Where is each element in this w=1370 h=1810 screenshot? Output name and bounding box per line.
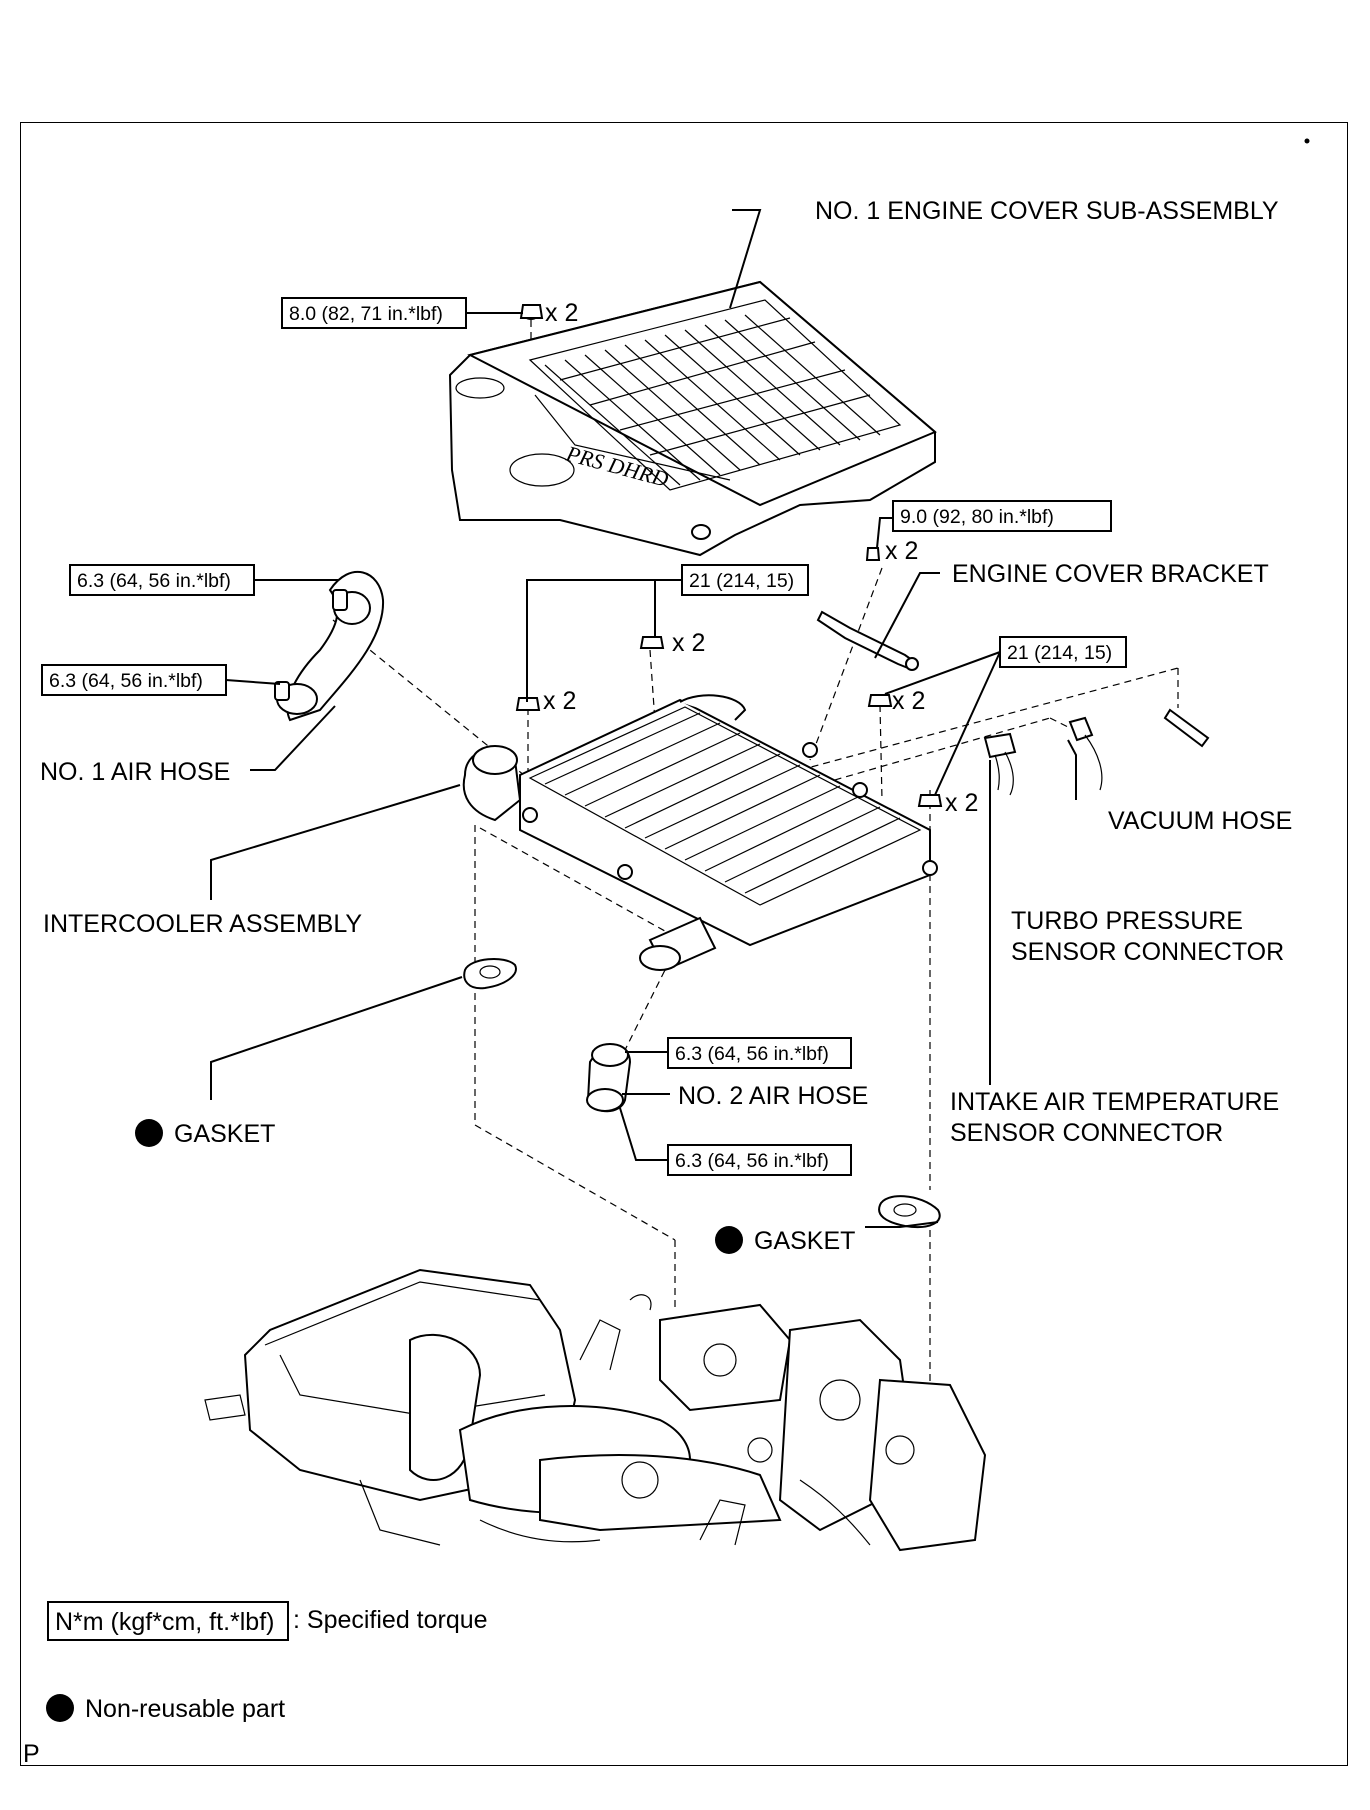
no1-air-hose-illustration (274, 570, 385, 722)
torque-spec-bracket-bolt: 9.0 (92, 80 in.*lbf) (892, 500, 1112, 532)
label-no2-air-hose: NO. 2 AIR HOSE (678, 1082, 868, 1110)
qty-bracket-bolt: x 2 (885, 537, 918, 565)
qty-nut-b: x 2 (543, 687, 576, 715)
intercooler-illustration (462, 694, 938, 972)
footer-code: P (23, 1740, 40, 1768)
nonreusable-mark-gasket-right (715, 1226, 743, 1254)
svg-text:6.3 (64, 56 in.*lbf): 6.3 (64, 56 in.*lbf) (49, 670, 203, 692)
engine-cover-illustration: PRS DHRD (448, 280, 937, 557)
svg-text:21 (214, 15): 21 (214, 15) (689, 570, 794, 592)
legend-torque: N*m (kgf*cm, ft.*lbf) : Specified torque (47, 1601, 488, 1641)
diagram-frame (20, 122, 1348, 1766)
label-gasket-right: GASKET (754, 1227, 855, 1255)
torque-spec-hose2-top: 6.3 (64, 56 in.*lbf) (667, 1037, 852, 1069)
cover-nut-icon (519, 304, 544, 319)
label-turbo-line2: SENSOR CONNECTOR (1011, 938, 1284, 966)
nonreusable-mark-gasket-left (135, 1119, 163, 1147)
torque-spec-hose1-top: 6.3 (64, 56 in.*lbf) (69, 564, 255, 596)
label-turbo-line1: TURBO PRESSURE (1011, 907, 1243, 935)
torque-spec-hose2-bottom: 6.3 (64, 56 in.*lbf) (667, 1144, 852, 1176)
leader-lines (210, 209, 1077, 1228)
label-intake-line1: INTAKE AIR TEMPERATURE (950, 1088, 1279, 1116)
label-intake-line2: SENSOR CONNECTOR (950, 1119, 1223, 1147)
svg-text:9.0 (92, 80 in.*lbf): 9.0 (92, 80 in.*lbf) (900, 506, 1054, 528)
legend-nonreusable: Non-reusable part (46, 1694, 285, 1723)
intercooler-nut-icons (515, 636, 943, 807)
svg-text:21 (214, 15): 21 (214, 15) (1007, 642, 1112, 664)
label-gasket-left: GASKET (174, 1120, 275, 1148)
torque-spec-intercooler-right: 21 (214, 15) (999, 636, 1127, 668)
label-no1-air-hose: NO. 1 AIR HOSE (40, 758, 230, 786)
svg-text:8.0 (82, 71 in.*lbf): 8.0 (82, 71 in.*lbf) (289, 303, 443, 325)
torque-spec-intercooler-left: 21 (214, 15) (681, 564, 809, 596)
svg-text:6.3 (64, 56 in.*lbf): 6.3 (64, 56 in.*lbf) (77, 570, 231, 592)
sensor-connectors-illustration (983, 708, 1210, 796)
label-engine-cover-bracket: ENGINE COVER BRACKET (952, 560, 1269, 588)
no2-air-hose-illustration (586, 1043, 632, 1113)
label-vacuum-hose: VACUUM HOSE (1108, 807, 1292, 835)
engine-bay-illustration (204, 1268, 987, 1552)
qty-nut-c: x 2 (892, 687, 925, 715)
svg-text:6.3 (64, 56 in.*lbf): 6.3 (64, 56 in.*lbf) (675, 1150, 829, 1172)
label-intercooler: INTERCOOLER ASSEMBLY (43, 910, 362, 938)
corner-dot (1304, 138, 1310, 144)
legend-nonreusable-desc: Non-reusable part (85, 1695, 285, 1723)
svg-text:6.3 (64, 56 in.*lbf): 6.3 (64, 56 in.*lbf) (675, 1043, 829, 1065)
qty-cover-nut: x 2 (545, 299, 578, 327)
qty-nut-a: x 2 (672, 629, 705, 657)
torque-spec-hose1-bottom: 6.3 (64, 56 in.*lbf) (41, 664, 227, 696)
torque-spec-cover-nut: 8.0 (82, 71 in.*lbf) (281, 297, 467, 329)
qty-nut-d: x 2 (945, 789, 978, 817)
gasket-illustrations (463, 958, 941, 1228)
legend-torque-desc: : Specified torque (293, 1606, 488, 1634)
legend-torque-unit: N*m (kgf*cm, ft.*lbf) (55, 1608, 274, 1636)
nonreusable-mark-legend (46, 1694, 74, 1722)
label-engine-cover: NO. 1 ENGINE COVER SUB-ASSEMBLY (815, 197, 1279, 225)
engine-cover-bracket-illustration (816, 547, 919, 671)
